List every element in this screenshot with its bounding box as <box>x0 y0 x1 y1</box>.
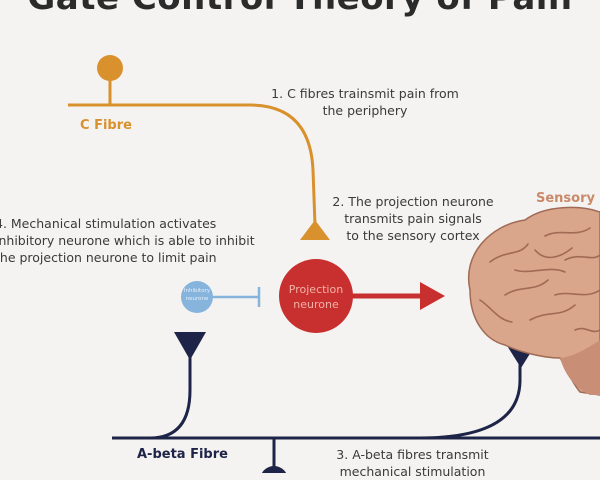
page-title: Gate Control Theory of Pain <box>0 0 600 18</box>
projection-neurone <box>279 259 353 333</box>
step-1-caption: 1. C fibres trainsmit pain from the peri… <box>271 86 459 118</box>
step-2-caption: 2. The projection neurone transmits pain… <box>332 194 494 243</box>
step-4-caption: 4. Mechanical stimulation activates inhi… <box>0 216 255 265</box>
step-3-caption: 3. A-beta fibres transmit mechanical sti… <box>336 447 489 479</box>
a-beta-cell-body <box>261 466 287 473</box>
c-fibre-terminal <box>300 220 330 240</box>
a-beta-fibre-label: A-beta Fibre <box>137 447 228 462</box>
a-beta-terminal-inhibitory <box>174 332 206 360</box>
projection-arrow <box>352 282 445 310</box>
projection-neurone-label: Projection neurone <box>288 283 344 311</box>
brain-illustration <box>467 206 600 396</box>
inhibitory-neurone <box>181 281 213 313</box>
sensory-cortex-label: Sensory C <box>536 191 600 206</box>
inhibitory-neurone-label: Inhibitory neurone <box>183 288 211 302</box>
c-fibre-cell-body <box>97 55 123 81</box>
inhibitory-connection <box>210 287 261 307</box>
c-fibre <box>68 55 330 240</box>
c-fibre-label: C Fibre <box>80 118 132 133</box>
